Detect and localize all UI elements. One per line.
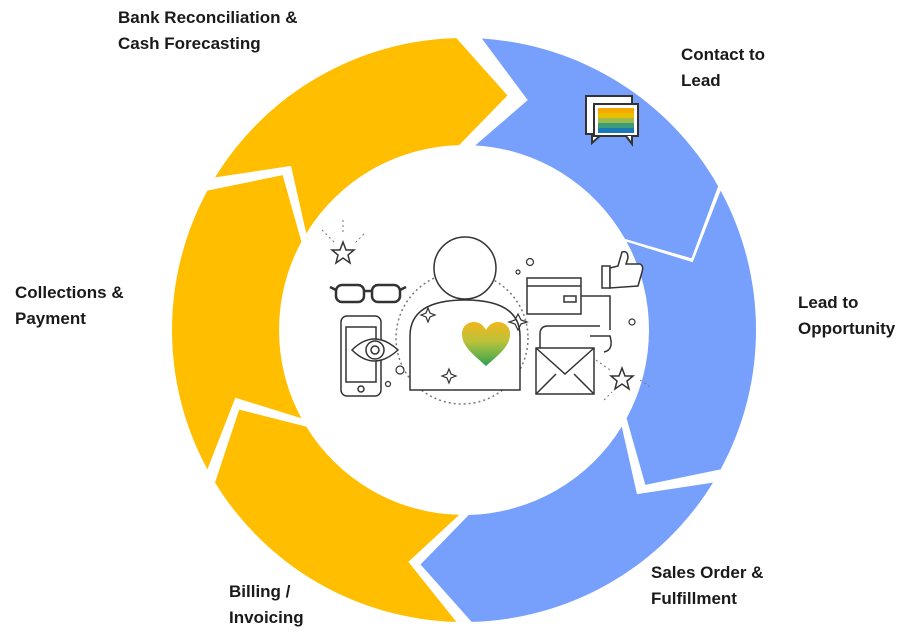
heart-icon	[462, 322, 510, 366]
person-head	[433, 236, 497, 300]
segment-label-line: Opportunity	[798, 319, 896, 338]
segment-label-contact-to-lead: Contact to Lead	[681, 42, 765, 94]
arrow-collections	[172, 175, 302, 470]
thumbs-up-icon	[601, 250, 644, 289]
envelope-icon	[535, 325, 612, 395]
segment-label-bank-reconciliation: Bank Reconciliation & Cash Forecasting	[118, 5, 297, 57]
person-body	[409, 299, 521, 391]
credit-card-icon	[526, 277, 611, 330]
segment-label-billing-invoicing: Billing / Invoicing	[229, 579, 304, 631]
arrow-billing	[215, 409, 460, 622]
sparkle-icon	[384, 257, 636, 388]
segment-label-line: Lead to	[798, 293, 859, 312]
segment-label-line: Collections &	[15, 283, 124, 302]
segment-label-line: Invoicing	[229, 608, 304, 627]
segment-label-collections-payment: Collections & Payment	[15, 280, 124, 332]
segment-label-line: Payment	[15, 309, 86, 328]
segment-label-line: Sales Order &	[651, 563, 764, 582]
segment-label-line: Cash Forecasting	[118, 34, 261, 53]
chat-bubbles-icon	[585, 95, 639, 147]
segment-label-line: Fulfillment	[651, 589, 737, 608]
segment-label-line: Bank Reconciliation &	[118, 8, 298, 27]
segment-label-line: Lead	[681, 71, 721, 90]
arrow-contact-to-lead	[475, 38, 719, 259]
segment-label-line: Billing /	[229, 582, 291, 601]
segment-label-line: Contact to	[681, 45, 766, 64]
cycle-arrows	[172, 38, 756, 622]
arrow-bank-reconciliation	[215, 38, 508, 234]
arrow-lead-to-opportunity	[626, 190, 756, 485]
eye-icon	[350, 338, 400, 362]
star-icon	[329, 239, 636, 391]
glasses-icon	[329, 283, 407, 304]
center-illustration	[321, 220, 653, 405]
segment-label-sales-order-fulfillment: Sales Order & Fulfillment	[651, 560, 763, 612]
segment-label-lead-to-opportunity: Lead to Opportunity	[798, 290, 895, 342]
arrow-sales-order	[420, 426, 713, 622]
